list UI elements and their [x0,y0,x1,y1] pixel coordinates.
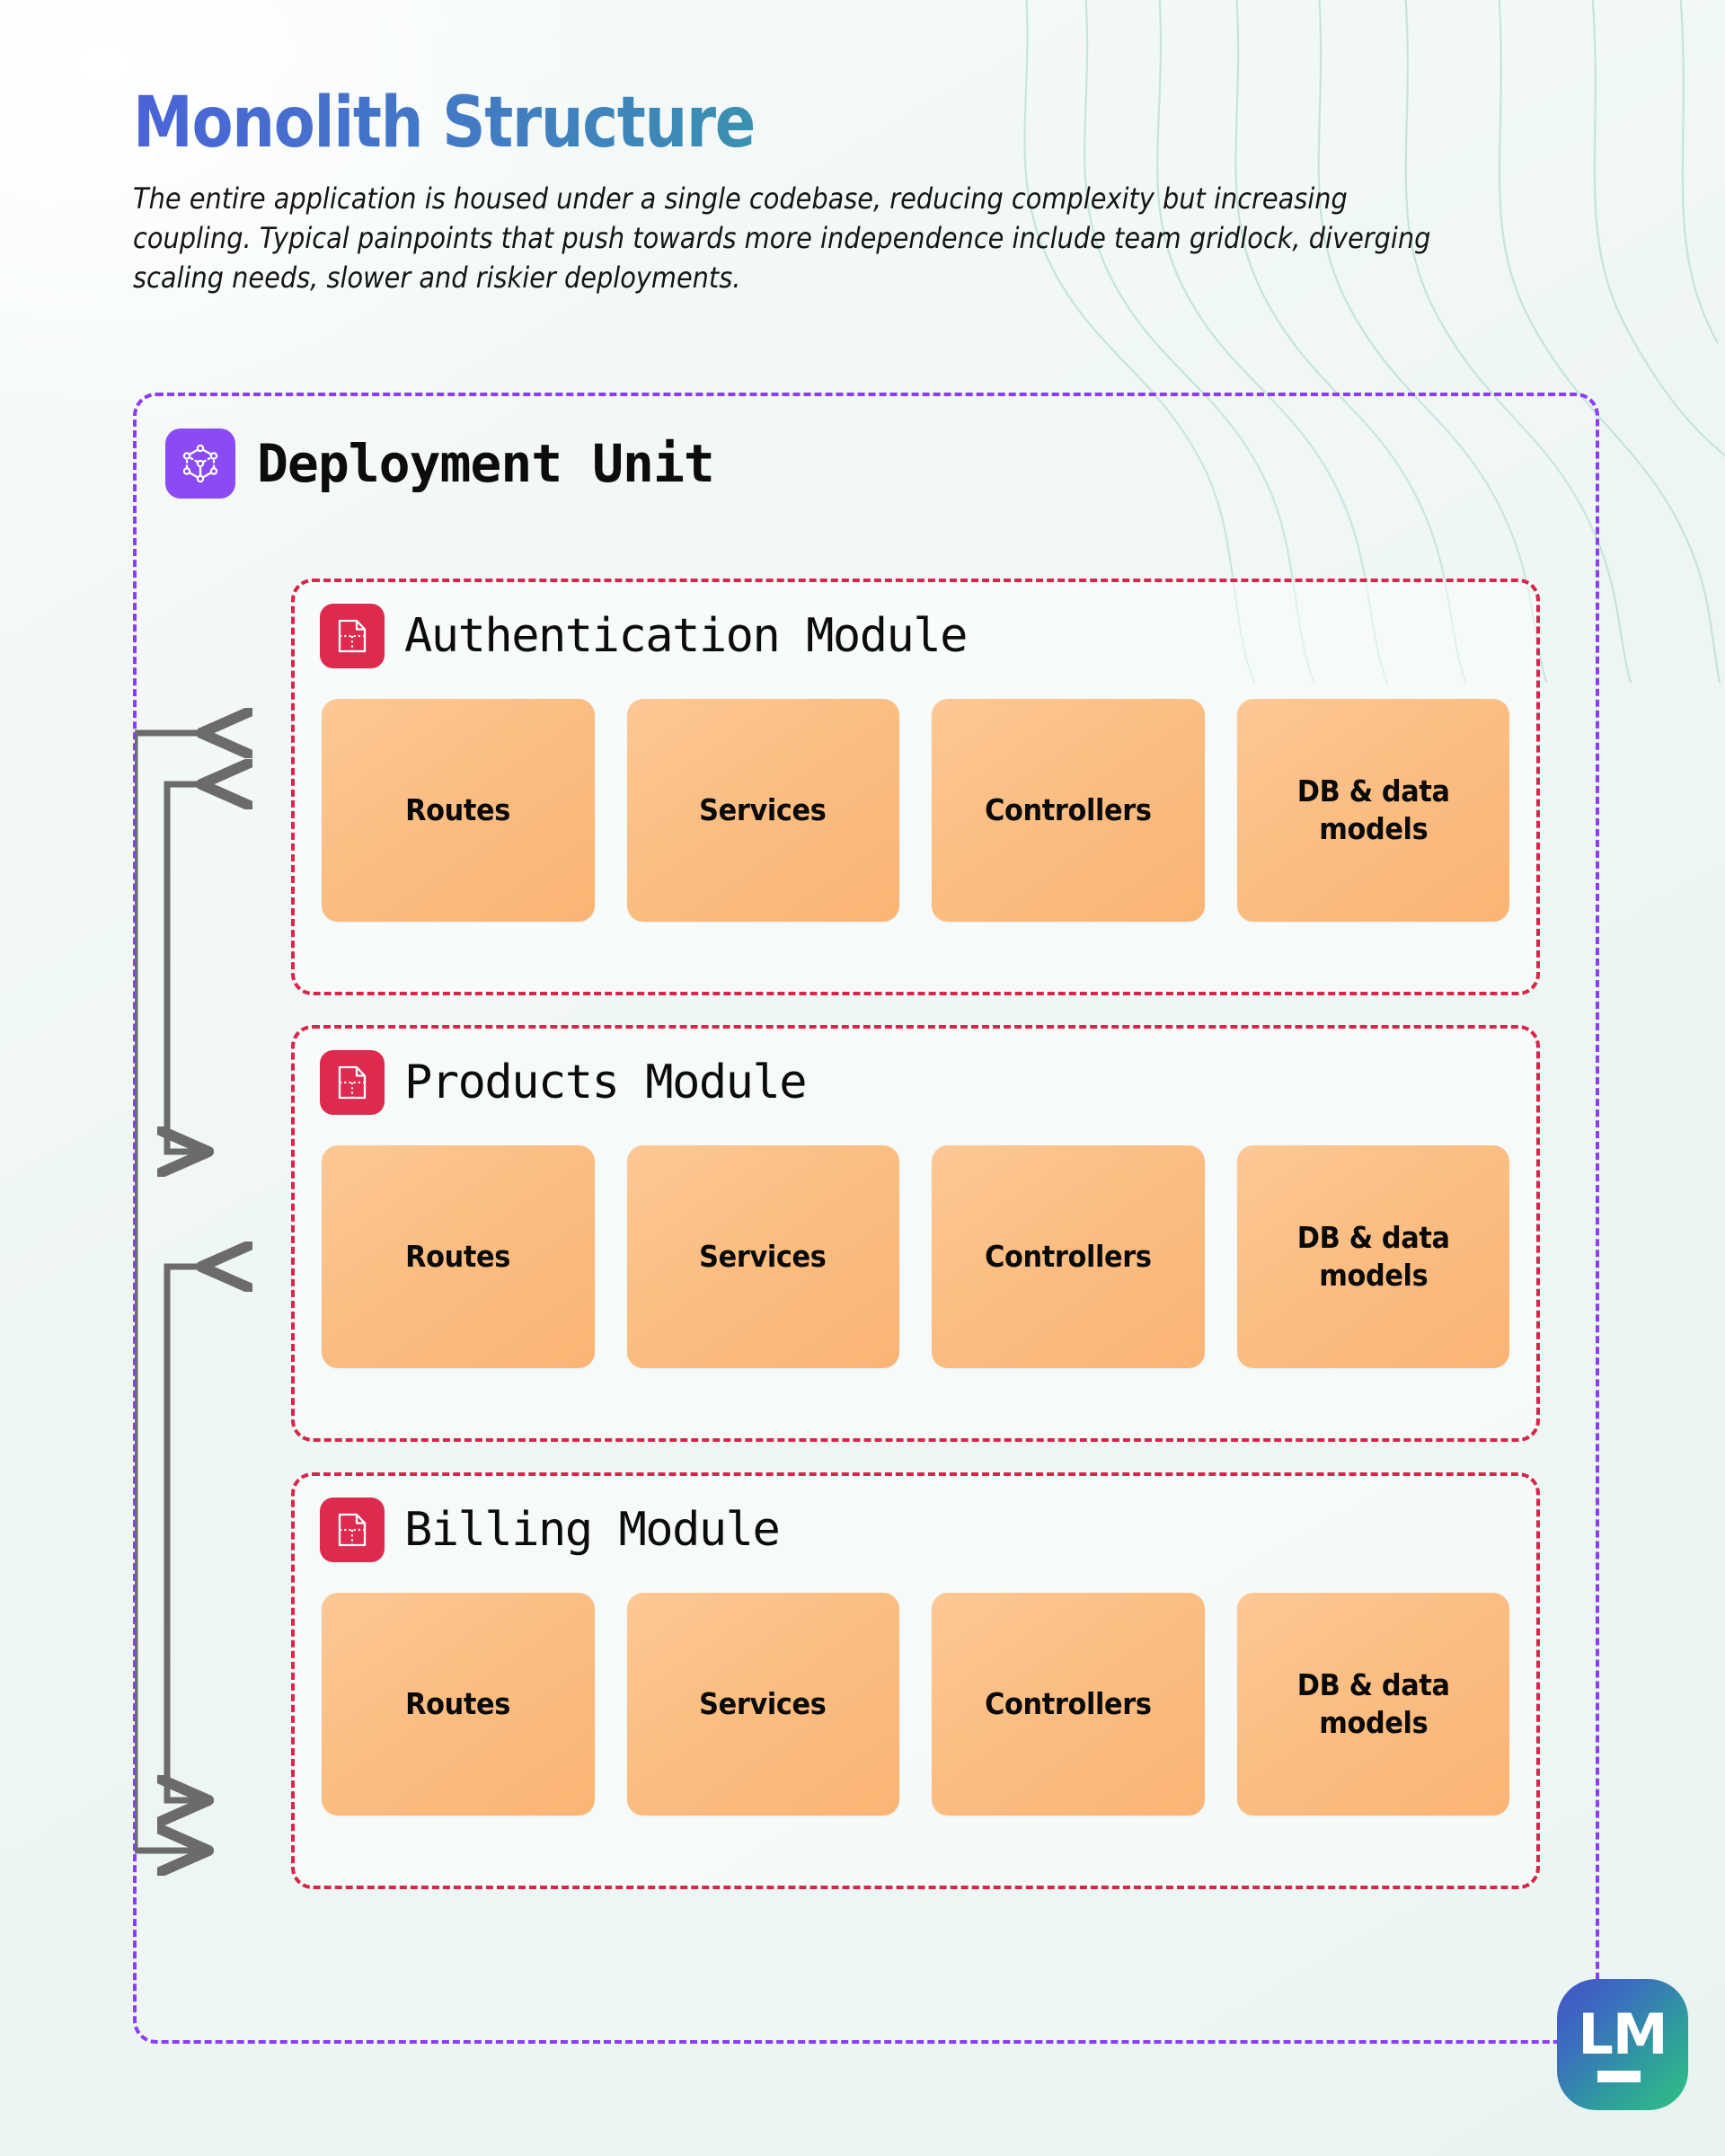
logo-underscore [1597,2071,1641,2082]
logo-text: LM [1578,2001,1668,2067]
component-row: Routes Services Controllers DB & data mo… [322,699,1509,922]
component-label: Controllers [985,1685,1152,1721]
page-subtitle: The entire application is housed under a… [133,181,1431,295]
component-label: DB & data models [1296,773,1450,846]
component-controllers[interactable]: Controllers [932,1593,1205,1816]
component-label: Services [699,1238,827,1274]
component-routes[interactable]: Routes [322,1593,595,1816]
component-db-data-models[interactable]: DB & data models [1236,699,1509,922]
component-services[interactable]: Services [626,699,899,922]
component-label: Controllers [985,1238,1152,1274]
component-routes[interactable]: Routes [322,699,595,922]
component-label: DB & data models [1296,1219,1450,1293]
module-header: Products Module [320,1050,808,1115]
deployment-unit-container: Deployment Unit Authentication Module Ro… [133,393,1599,2044]
component-services[interactable]: Services [626,1145,899,1368]
cube-network-icon [165,429,235,499]
module-title: Authentication Module [404,609,968,663]
lm-logo: LM [1557,1979,1688,2110]
deployment-unit-title: Deployment Unit [257,433,715,494]
component-controllers[interactable]: Controllers [932,1145,1205,1368]
page-title: Monolith Structure [133,86,1416,161]
module-title: Billing Module [404,1503,781,1557]
component-row: Routes Services Controllers DB & data mo… [322,1593,1509,1816]
component-label: Routes [405,791,511,827]
component-row: Routes Services Controllers DB & data mo… [322,1145,1509,1368]
module-header: Authentication Module [320,604,968,668]
module-document-icon [320,1050,385,1115]
component-label: DB & data models [1296,1666,1450,1740]
component-label: Services [699,791,827,827]
module-header: Billing Module [320,1498,781,1562]
deployment-unit-header: Deployment Unit [165,429,715,499]
header: Monolith Structure The entire applicatio… [133,86,1624,297]
component-label: Routes [405,1685,511,1721]
component-label: Services [699,1685,827,1721]
component-label: Routes [405,1238,511,1274]
module-document-icon [320,1498,385,1562]
component-label: Controllers [985,791,1152,827]
component-routes[interactable]: Routes [322,1145,595,1368]
component-controllers[interactable]: Controllers [932,699,1205,922]
module-document-icon [320,604,385,668]
module-products: Products Module Routes Services Controll… [291,1025,1540,1442]
component-db-data-models[interactable]: DB & data models [1236,1593,1509,1816]
module-authentication: Authentication Module Routes Services Co… [291,579,1540,995]
component-services[interactable]: Services [626,1593,899,1816]
module-title: Products Module [404,1056,808,1109]
component-db-data-models[interactable]: DB & data models [1236,1145,1509,1368]
module-billing: Billing Module Routes Services Controlle… [291,1472,1540,1889]
